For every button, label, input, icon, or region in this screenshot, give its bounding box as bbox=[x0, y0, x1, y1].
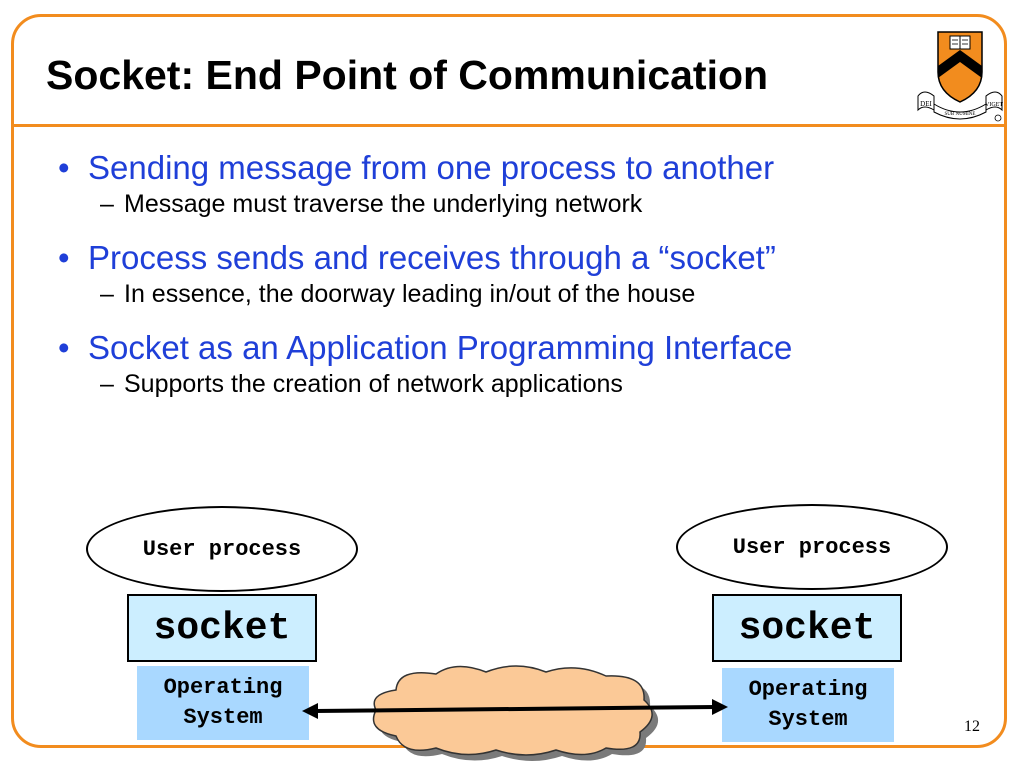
bullet-group-3: •Socket as an Application Programming In… bbox=[58, 328, 988, 400]
bullet-group-1: •Sending message from one process to ano… bbox=[58, 148, 988, 220]
sub-bullet-item: –In essence, the doorway leading in/out … bbox=[100, 280, 696, 308]
right-socket: socket bbox=[712, 594, 902, 662]
slide-title: Socket: End Point of Communication bbox=[46, 52, 769, 98]
princeton-shield-icon: DEI SUB NUMINE VIGET bbox=[917, 31, 1003, 122]
motto-right: VIGET bbox=[985, 102, 1003, 108]
right-operating-system: Operating System bbox=[722, 668, 894, 742]
bullet-item: •Process sends and receives through a “s… bbox=[58, 239, 776, 276]
title-divider bbox=[11, 124, 1007, 127]
left-operating-system: Operating System bbox=[137, 666, 309, 740]
bidirectional-arrow-icon bbox=[302, 699, 728, 719]
sub-bullet-item: –Message must traverse the underlying ne… bbox=[100, 190, 643, 218]
bullet-list: •Sending message from one process to ano… bbox=[58, 148, 988, 418]
bullet-group-2: •Process sends and receives through a “s… bbox=[58, 238, 988, 310]
motto-mid: SUB NUMINE bbox=[945, 112, 976, 117]
sub-bullet-item: –Supports the creation of network applic… bbox=[100, 370, 623, 398]
right-user-process: User process bbox=[676, 504, 948, 590]
bullet-item: •Sending message from one process to ano… bbox=[58, 149, 775, 186]
left-socket: socket bbox=[127, 594, 317, 662]
bullet-item: •Socket as an Application Programming In… bbox=[58, 329, 793, 366]
motto-left: DEI bbox=[920, 100, 932, 108]
left-user-process: User process bbox=[86, 506, 358, 592]
page-number: 12 bbox=[964, 718, 980, 735]
